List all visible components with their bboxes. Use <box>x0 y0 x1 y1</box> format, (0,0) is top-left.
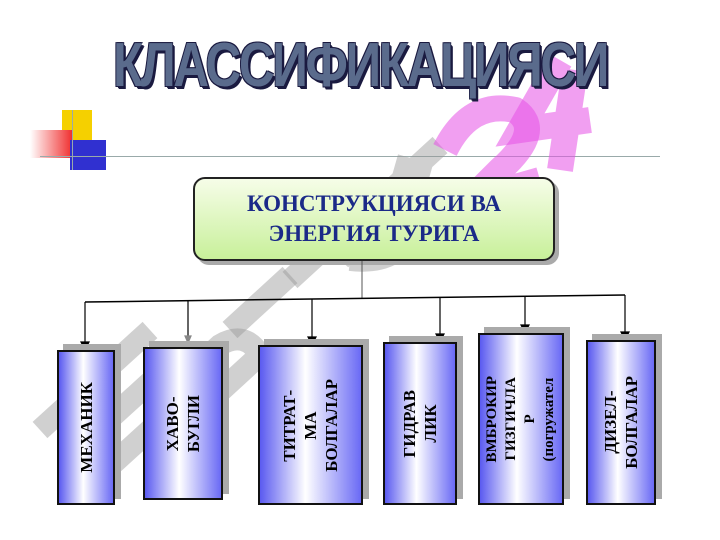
category-box-hydraulic: ГИДРАВ ЛИК <box>383 342 457 505</box>
arrow-icon <box>620 331 630 342</box>
decor-blue-square <box>70 140 106 170</box>
decor-horizontal-line <box>40 156 660 157</box>
category-label: ХАВО- БУГЛИ <box>163 394 203 453</box>
category-label: ТИТРАТ- МА БОЛГАЛАР <box>280 378 341 472</box>
category-box-vibration-hammers: ТИТРАТ- МА БОЛГАЛАР <box>258 345 363 505</box>
arrow-icon <box>307 336 317 347</box>
arrow-icon <box>520 324 530 335</box>
category-label: ГИДРАВ ЛИК <box>400 389 440 458</box>
slide-title: КЛАССИФИКАЦИЯСИ <box>112 31 609 100</box>
center-box: КОНСТРУКЦИЯСИ ВА ЭНЕРГИЯ ТУРИГА <box>193 177 555 261</box>
category-box-vibro-sinkers: ВМБРОКИР ГИЗГИЧЛА Р (погружател <box>478 333 564 505</box>
category-box-pneumatic: ХАВО- БУГЛИ <box>143 347 223 500</box>
decor-vertical-line <box>72 110 73 170</box>
category-box-diesel-hammers: ДИЗЕЛ- БОЛГАЛАР <box>586 340 656 505</box>
arrow-icon <box>80 341 90 352</box>
decor-red-square <box>30 130 72 158</box>
category-label: ДИЗЕЛ- БОЛГАЛАР <box>601 376 641 469</box>
category-label: ВМБРОКИР ГИЗГИЧЛА Р (погружател <box>484 375 557 463</box>
arrow-icon <box>435 333 445 344</box>
category-box-mechanical: МЕХАНИК <box>57 350 115 505</box>
category-label: МЕХАНИК <box>76 382 96 473</box>
arrow-icon <box>184 335 192 345</box>
